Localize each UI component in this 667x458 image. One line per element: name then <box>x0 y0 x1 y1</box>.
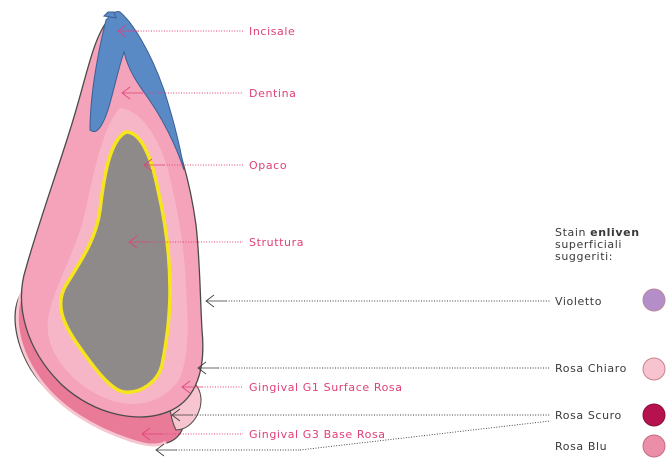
stain-heading-line3: suggeriti: <box>555 250 613 263</box>
stain-swatch-rosa-blu <box>643 435 665 457</box>
leader-violetto <box>206 295 550 307</box>
stain-label-violetto: Violetto <box>555 295 602 308</box>
incisale-tip <box>104 12 116 18</box>
stain-swatch-rosa-chiaro <box>643 358 665 380</box>
label-opaco: Opaco <box>249 159 287 172</box>
leader-rosa-scuro <box>172 409 550 421</box>
stain-swatch-rosa-scuro <box>643 404 665 426</box>
stain-label-rosa-chiaro: Rosa Chiaro <box>555 362 627 375</box>
stain-label-rosa-blu-visible: Rosa Blu <box>555 440 607 453</box>
leader-rosa-chiaro <box>198 362 550 374</box>
label-dentina: Dentina <box>249 87 297 100</box>
label-incisale: Incisale <box>249 25 295 38</box>
stain-label-rosa-scuro: Rosa Scuro <box>555 409 622 422</box>
stain-swatch-violetto <box>643 289 665 311</box>
label-struttura: Struttura <box>249 236 304 249</box>
label-gingival-g3: Gingival G3 Base Rosa <box>249 428 386 441</box>
label-gingival-g1: Gingival G1 Surface Rosa <box>249 381 403 394</box>
